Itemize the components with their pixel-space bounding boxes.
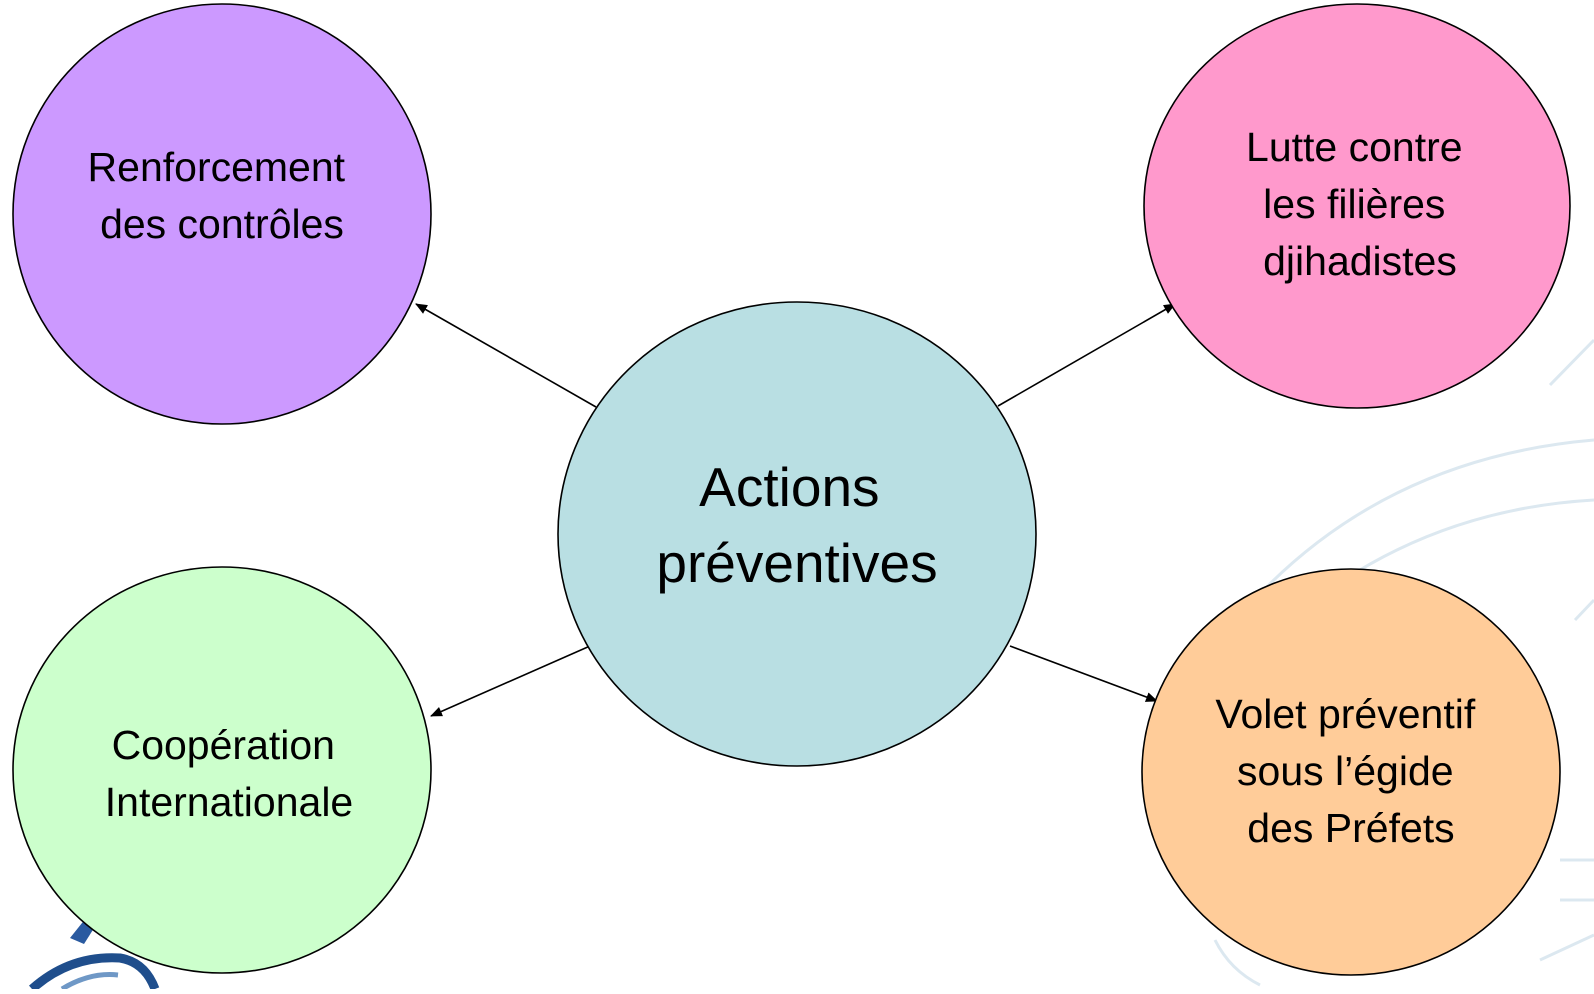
connector-cooperation: [430, 645, 591, 717]
node-cooperation: Coopération Internationale: [12, 566, 432, 974]
node-volet-line-3: des Préfets: [1247, 805, 1454, 851]
node-renforcement-line-2: des contrôles: [100, 201, 344, 247]
node-cooperation-circle: [12, 566, 432, 974]
connector-lutte: [997, 303, 1176, 407]
node-cooperation-line-1: Coopération: [112, 722, 335, 768]
node-center-line-1: Actions: [699, 456, 879, 518]
node-volet-line-1: Volet préventif: [1215, 691, 1475, 737]
node-cooperation-line-2: Internationale: [105, 779, 353, 825]
node-lutte: Lutte contre les filières djihadistes: [1143, 3, 1571, 409]
node-lutte-line-3: djihadistes: [1263, 238, 1457, 284]
decor-arc-6: [1539, 933, 1594, 962]
node-center-line-2: préventives: [656, 532, 937, 594]
decor-arc-5: [1213, 939, 1261, 987]
node-center-circle: [557, 301, 1037, 767]
node-lutte-line-1: Lutte contre: [1246, 124, 1463, 170]
logo-arc-outer: [29, 953, 160, 993]
decor-arc-4: [1573, 598, 1594, 622]
node-lutte-line-2: les filières: [1263, 181, 1445, 227]
node-center-label: Actions préventives: [656, 456, 937, 594]
node-renforcement-circle: [12, 3, 432, 425]
node-volet-circle: [1141, 568, 1561, 976]
node-volet-line-2: sous l’égide: [1237, 748, 1454, 794]
node-lutte-circle: [1143, 3, 1571, 409]
node-lutte-label: Lutte contre les filières djihadistes: [1246, 124, 1474, 284]
logo-arc-inner: [60, 972, 119, 992]
decor-arc-3: [1548, 338, 1594, 387]
node-renforcement-label: Renforcement des contrôles: [88, 144, 357, 247]
node-volet-label: Volet préventif sous l’égide des Préfets: [1215, 691, 1486, 851]
node-renforcement: Renforcement des contrôles: [12, 3, 432, 425]
node-cooperation-label: Coopération Internationale: [105, 722, 353, 825]
connector-volet: [1009, 645, 1158, 702]
node-renforcement-line-1: Renforcement: [88, 144, 346, 190]
connector-renforcement: [415, 303, 597, 408]
connectors: [415, 303, 1176, 717]
node-center: Actions préventives: [557, 301, 1037, 767]
node-volet: Volet préventif sous l’égide des Préfets: [1141, 568, 1561, 976]
